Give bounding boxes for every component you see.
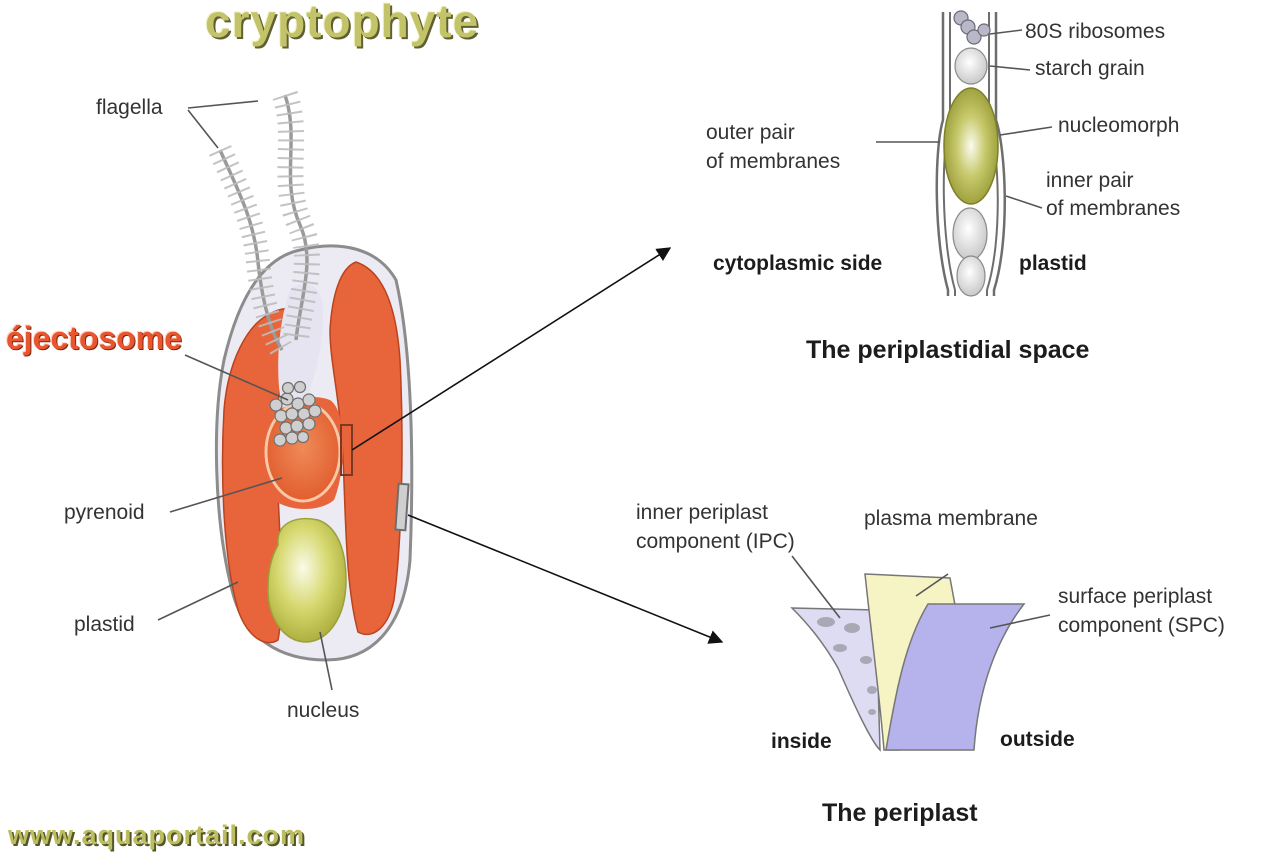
arrow-to-periplastidial-space bbox=[351, 247, 672, 451]
caption-periplastidial-space: The periplastidial space bbox=[806, 336, 1090, 364]
label-ipc-line1: inner periplast bbox=[636, 501, 768, 524]
leader-lines-periplast bbox=[791, 555, 1051, 629]
label-plasma-membrane: plasma membrane bbox=[864, 507, 1038, 530]
flagella bbox=[209, 90, 320, 357]
outer-membrane-pair bbox=[935, 12, 950, 296]
label-80s-ribosomes: 80S ribosomes bbox=[1025, 20, 1166, 43]
label-ipc-line2: component (IPC) bbox=[636, 530, 795, 553]
cell bbox=[214, 244, 414, 662]
label-plastid-side: plastid bbox=[1019, 252, 1087, 275]
label-spc-line2: component (SPC) bbox=[1058, 614, 1225, 637]
periplast-diagram bbox=[790, 555, 1051, 752]
ipc-granules bbox=[817, 617, 877, 715]
starch-grain bbox=[954, 47, 988, 85]
arrow-to-periplast bbox=[407, 514, 724, 644]
inner-membrane-pair bbox=[992, 12, 1006, 296]
label-nucleomorph: nucleomorph bbox=[1058, 114, 1180, 137]
starch-grain-2 bbox=[952, 207, 988, 261]
label-inside: inside bbox=[771, 730, 832, 753]
starch-grain-3 bbox=[956, 255, 986, 297]
surface-periplast-component bbox=[885, 603, 1026, 751]
label-spc-line1: surface periplast bbox=[1058, 585, 1213, 608]
label-nucleus: nucleus bbox=[287, 699, 360, 722]
label-starch-grain: starch grain bbox=[1035, 57, 1145, 80]
plastid-right bbox=[329, 261, 403, 636]
periplast-section-marker bbox=[394, 482, 410, 532]
label-inner-pair-line1: inner pair bbox=[1046, 169, 1134, 192]
watermark-url: www.aquaportail.com bbox=[8, 820, 306, 850]
nucleus bbox=[267, 517, 347, 643]
inner-periplast-component bbox=[790, 607, 881, 752]
label-plastid: plastid bbox=[74, 613, 135, 636]
diagram-title: cryptophyte bbox=[205, 0, 480, 47]
ribosomes-80s bbox=[953, 10, 991, 45]
nucleomorph bbox=[943, 87, 999, 205]
label-outer-pair-line2: of membranes bbox=[706, 150, 841, 173]
label-cytoplasmic-side: cytoplasmic side bbox=[713, 252, 883, 275]
leader-lines-cell bbox=[157, 100, 333, 691]
label-inner-pair-line2: of membranes bbox=[1046, 197, 1181, 220]
leader-lines-periplastidial bbox=[876, 29, 1053, 209]
ejectosome-label: éjectosome bbox=[6, 320, 183, 356]
label-flagella: flagella bbox=[96, 96, 163, 119]
label-outer-pair-line1: outer pair bbox=[706, 121, 795, 144]
ejectosomes bbox=[269, 380, 322, 447]
periplastidial-space-diagram bbox=[876, 10, 1053, 297]
caption-periplast: The periplast bbox=[822, 799, 978, 827]
label-outside: outside bbox=[1000, 728, 1075, 751]
label-pyrenoid: pyrenoid bbox=[64, 501, 145, 524]
